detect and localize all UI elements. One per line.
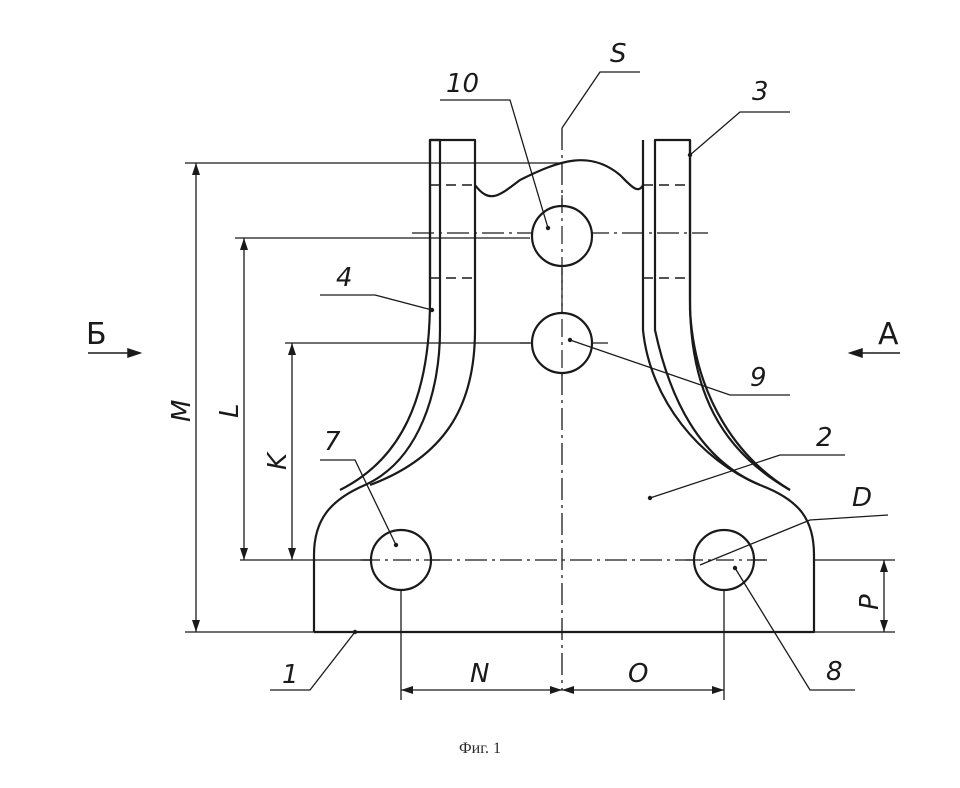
leader-8 xyxy=(734,567,855,691)
left-lug-outline xyxy=(369,138,477,487)
dim-label-k: K xyxy=(263,451,293,470)
top-wave-contour xyxy=(474,159,644,198)
arrow-m-bottom xyxy=(192,620,200,632)
right-lug-inner xyxy=(641,140,761,487)
arrow-k-top xyxy=(288,343,296,355)
diameter-label-d: D xyxy=(852,483,872,513)
right-lug-outline xyxy=(688,140,791,491)
callout-10: 10 xyxy=(446,69,479,99)
leader-1 xyxy=(270,631,356,691)
part-outline xyxy=(312,138,816,634)
callout-3: 3 xyxy=(752,77,769,107)
dimension-arrowheads xyxy=(192,163,888,694)
leader-dot-9 xyxy=(567,337,573,343)
arrow-n-left xyxy=(401,686,413,694)
leader-dot-7 xyxy=(393,542,399,548)
dim-label-p: P xyxy=(855,594,885,610)
hole-centerline-overlay xyxy=(362,195,765,561)
leader-dot-1 xyxy=(352,629,358,635)
arrow-p-top xyxy=(880,560,888,572)
callout-8: 8 xyxy=(826,657,843,687)
arrow-o-right xyxy=(712,686,724,694)
figure-caption: Фиг. 1 xyxy=(459,740,501,757)
hidden-lines xyxy=(430,184,690,279)
arrow-o-left xyxy=(562,686,574,694)
leader-d xyxy=(699,514,889,566)
view-arrows xyxy=(88,347,900,359)
leader-dot-3 xyxy=(687,152,693,158)
leader-dot-4 xyxy=(429,307,435,313)
callout-2: 2 xyxy=(816,423,833,453)
left-flank-outline xyxy=(312,138,442,632)
arrow-m-top xyxy=(192,163,200,175)
arrow-p-bottom xyxy=(880,620,888,632)
axis-label-s: S xyxy=(610,39,627,69)
leader-3 xyxy=(689,111,790,156)
view-labels: Б A xyxy=(86,317,899,352)
view-arrow-left-head xyxy=(127,347,143,359)
arrow-l-bottom xyxy=(240,548,248,560)
base-plate-outline xyxy=(314,138,816,634)
dimension-lines xyxy=(185,162,895,700)
arrow-n-right xyxy=(550,686,562,694)
view-label-b: Б xyxy=(86,317,107,352)
leader-dots xyxy=(352,152,738,635)
dim-label-o: O xyxy=(628,659,648,689)
leader-4 xyxy=(320,294,433,311)
leader-dot-8 xyxy=(732,565,738,571)
callout-7: 7 xyxy=(324,427,341,457)
leader-9 xyxy=(569,339,790,396)
leader-2 xyxy=(649,454,845,499)
callout-labels: 1 2 3 4 7 8 9 10 S D xyxy=(282,39,872,690)
dim-label-n: N xyxy=(470,659,489,689)
dim-label-m: M xyxy=(167,400,197,422)
callout-1: 1 xyxy=(282,660,299,690)
arrow-l-top xyxy=(240,238,248,250)
arrow-k-bottom xyxy=(288,548,296,560)
view-label-a: A xyxy=(878,317,899,352)
leader-s xyxy=(561,71,640,129)
leader-dot-2 xyxy=(647,495,653,501)
dimension-labels: M L K P N O xyxy=(167,400,885,689)
callout-9: 9 xyxy=(750,363,767,393)
leader-lines xyxy=(270,71,889,691)
leader-7 xyxy=(320,459,397,546)
dim-label-l: L xyxy=(215,404,245,419)
leader-10 xyxy=(440,99,549,229)
callout-4: 4 xyxy=(336,263,353,293)
view-arrow-right-head xyxy=(847,347,863,359)
leader-dot-10 xyxy=(545,225,551,231)
